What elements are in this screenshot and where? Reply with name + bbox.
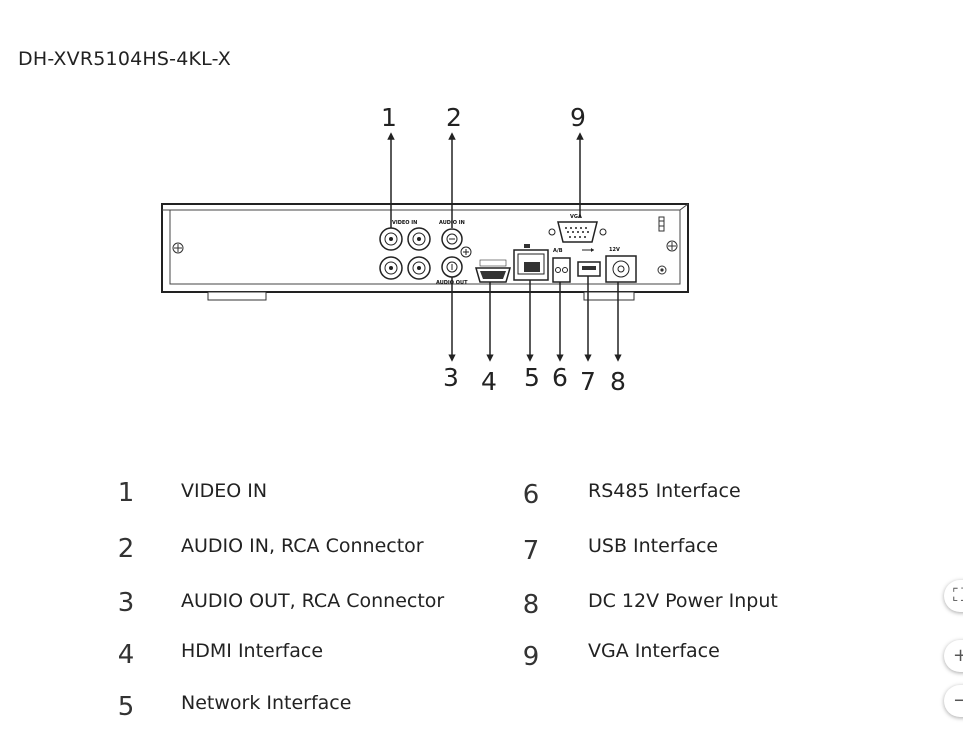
zoom-out-button[interactable]: − [944,685,963,717]
legend-number: 9 [522,642,540,672]
callout-5: 5 [524,363,540,392]
legend-number: 3 [117,588,135,618]
callout-2: 2 [446,103,462,132]
bnc-port [407,227,431,251]
legend-number: 5 [117,692,135,722]
legend-label: AUDIO OUT, RCA Connector [181,590,445,612]
bnc-port [379,227,403,251]
vga-port: VGA [548,214,607,243]
legend-number: 8 [522,590,540,620]
zoom-in-icon: + [953,645,963,666]
callout-numbers: 1 2 9 3 4 5 6 7 8 [381,103,626,396]
network-port [513,244,549,281]
rca-audio-out-port [441,256,463,278]
rca-audio-in-port [441,228,463,250]
zoom-in-button[interactable]: + [944,640,963,672]
legend-number: 4 [117,640,135,670]
legend-label: DC 12V Power Input [588,590,778,612]
legend-label: AUDIO IN, RCA Connector [181,535,424,557]
dc-power-port: 12V [605,247,637,283]
bnc-port [379,256,403,280]
legend-label: HDMI Interface [181,640,324,662]
callout-1: 1 [381,103,397,132]
device-model-title: DH-XVR5104HS-4KL-X [18,48,231,70]
legend-label: USB Interface [588,535,719,557]
bnc-port [407,256,431,280]
power-panel-label: 12V [609,247,620,253]
callout-7: 7 [580,367,596,396]
video-in-panel-label: VIDEO IN [392,220,417,226]
callout-8: 8 [610,367,626,396]
callout-3: 3 [443,363,459,392]
rs485-port: A/B [552,248,571,283]
fit-screen-button[interactable]: ⛶ [944,580,963,612]
usb-port [577,248,601,277]
vga-panel-label: VGA [570,214,582,220]
zoom-out-icon: − [953,690,963,711]
callout-6: 6 [552,363,568,392]
legend-label: Network Interface [181,692,352,714]
callout-9: 9 [570,103,586,132]
rs485-panel-label: A/B [553,248,563,254]
video-in-ports: VIDEO IN [379,220,431,280]
legend-label: VGA Interface [588,640,720,662]
fit-screen-icon: ⛶ [953,585,963,606]
hdmi-port [475,259,511,283]
legend-label: VIDEO IN [181,480,268,502]
legend-number: 2 [117,534,135,564]
callout-4: 4 [481,367,497,396]
callout-arrows [387,132,622,362]
legend-label: RS485 Interface [588,480,741,502]
legend-number: 1 [117,478,135,508]
legend-number: 7 [522,536,540,566]
legend-number: 6 [522,480,540,510]
